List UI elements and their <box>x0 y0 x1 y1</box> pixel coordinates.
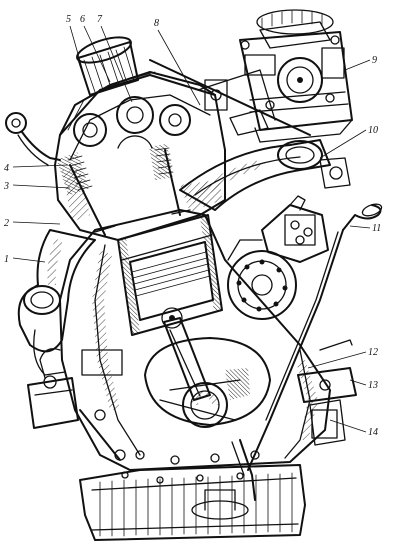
valves <box>56 143 191 236</box>
callout-13: 13 <box>368 380 378 391</box>
piston <box>129 241 214 329</box>
alternator <box>227 239 297 320</box>
oil-pump <box>297 339 357 446</box>
callout-14: 14 <box>368 427 378 438</box>
callout-11: 11 <box>372 223 381 234</box>
fuel-pump <box>27 348 79 429</box>
exhaust-manifold <box>17 229 96 376</box>
callout-7: 7 <box>97 14 103 25</box>
callout-6: 6 <box>80 14 85 25</box>
callout-10: 10 <box>368 125 378 136</box>
distributor <box>261 195 329 263</box>
cylinder <box>117 214 223 336</box>
callout-8: 8 <box>154 18 159 29</box>
crankshaft <box>144 337 271 428</box>
callout-2: 2 <box>4 218 9 229</box>
throttle-linkage <box>149 59 311 136</box>
bolts <box>121 450 260 484</box>
engine-mount-left <box>79 349 126 461</box>
dipstick <box>247 203 383 471</box>
callout-5: 5 <box>66 14 71 25</box>
oil-filler-neck <box>76 36 139 96</box>
callout-labels: 1 2 3 4 5 6 7 8 9 10 11 12 13 14 <box>3 14 381 438</box>
carburetor <box>239 9 353 143</box>
thermostat-housing <box>319 157 351 189</box>
callout-3: 3 <box>3 181 9 192</box>
callout-4: 4 <box>4 163 9 174</box>
camshafts <box>73 96 191 149</box>
breather-hose <box>5 112 61 166</box>
callout-1: 1 <box>4 254 9 265</box>
oil-pickup <box>231 439 256 501</box>
oil-pan <box>79 464 306 541</box>
leader-lines <box>12 25 371 433</box>
callout-9: 9 <box>372 55 377 66</box>
engine-block <box>59 209 331 471</box>
intake-manifold <box>179 139 331 211</box>
callout-12: 12 <box>368 347 378 358</box>
